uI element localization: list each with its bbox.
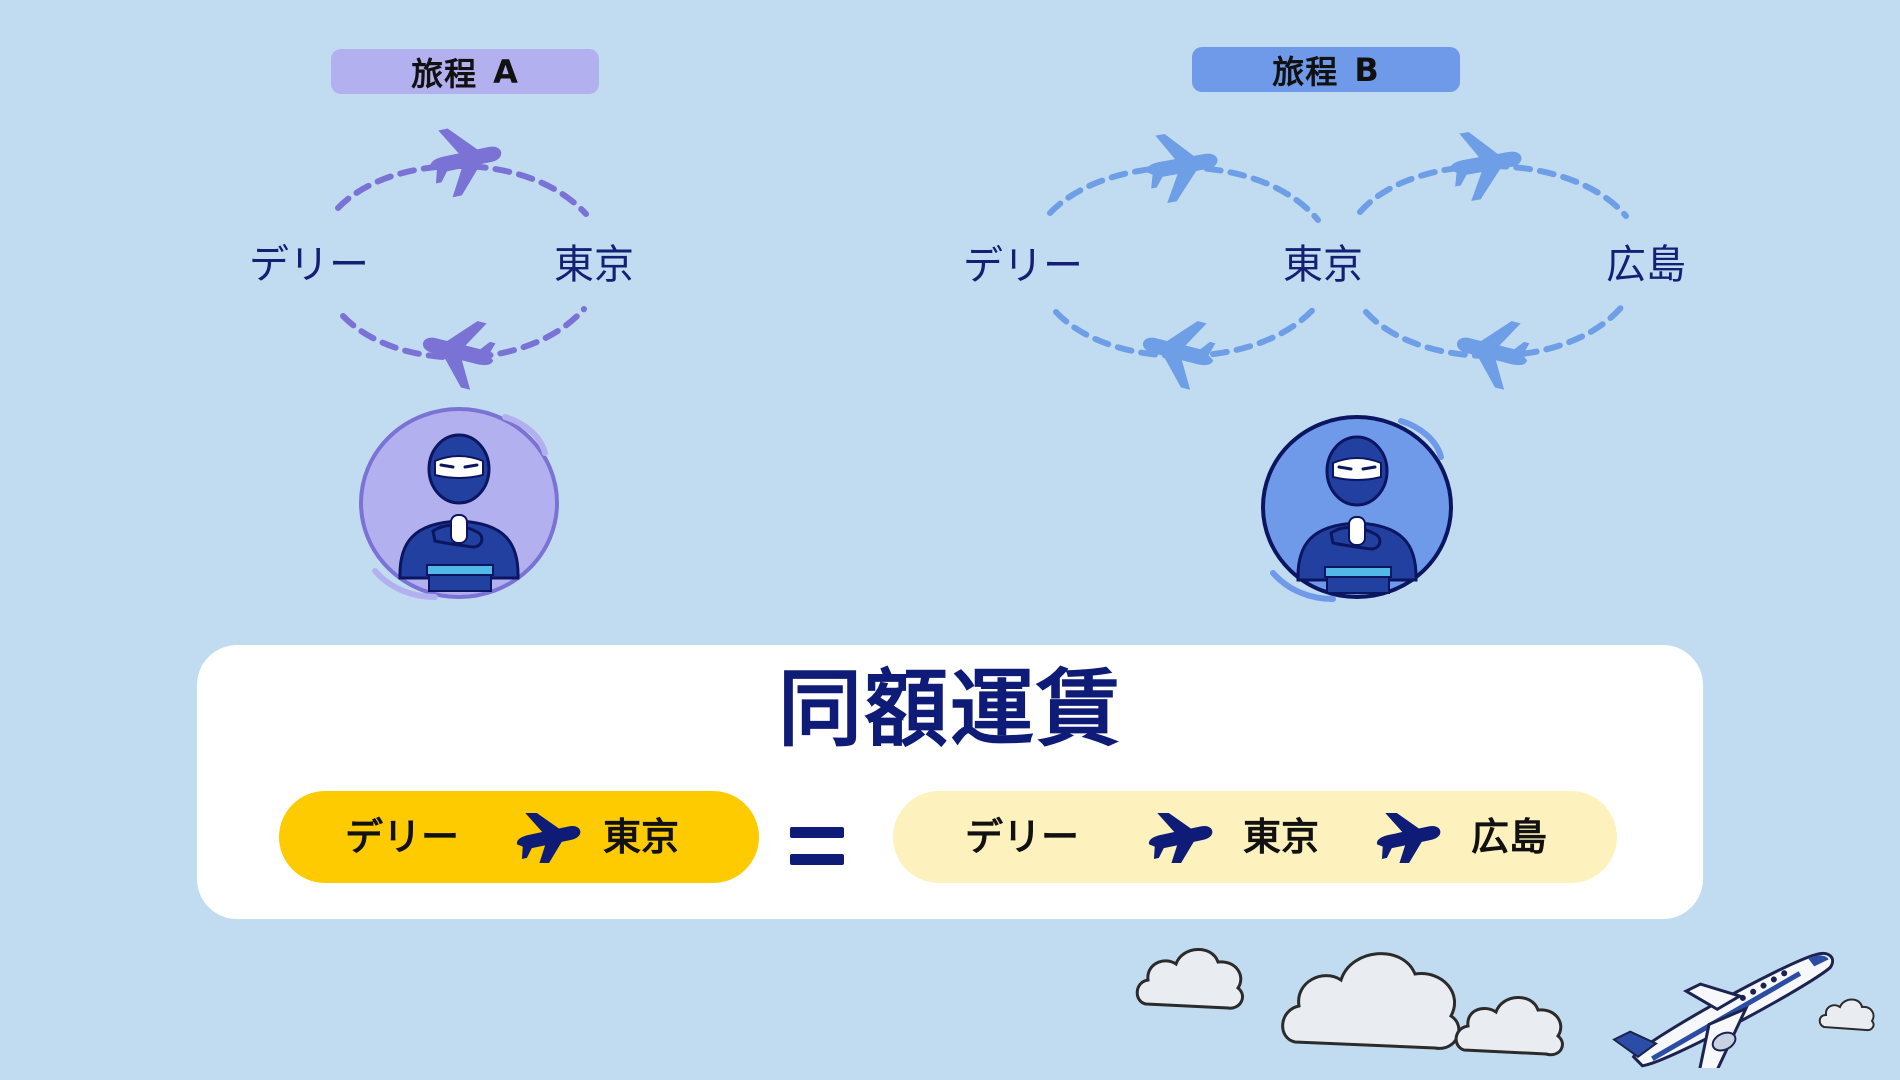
ninja-traveler-icon (1261, 415, 1453, 602)
plane-icon (430, 128, 502, 198)
plane-icon (1456, 321, 1530, 390)
cloud-icon (1454, 996, 1564, 1057)
itinerary-a-label: 旅程 A (331, 49, 599, 94)
itinerary-b-city-hiroshima: 広島 (1606, 242, 1686, 288)
itinerary-a-letter: A (493, 52, 519, 91)
equals-sign (790, 827, 844, 865)
route-a-destination: 東京 (603, 815, 680, 859)
plane-icon (1450, 131, 1522, 201)
itinerary-b-city-delhi: デリー (963, 243, 1083, 289)
itinerary-b-letter: B (1354, 50, 1380, 89)
ninja-traveler-icon (359, 407, 559, 600)
route-b-destination: 広島 (1471, 815, 1548, 859)
route-a-pill: デリー 東京 (279, 791, 759, 883)
itinerary-a-city-tokyo: 東京 (554, 242, 634, 288)
cloud-icon (1818, 998, 1875, 1032)
itinerary-b-label-text: 旅程 (1272, 52, 1339, 91)
airliner-icon (1612, 952, 1835, 1068)
plane-icon (1142, 321, 1216, 390)
itinerary-a-label-text: 旅程 (411, 54, 478, 93)
plane-icon (1149, 813, 1213, 863)
route-b-stop: 東京 (1243, 815, 1320, 859)
plane-icon (517, 813, 581, 863)
plane-icon (1146, 133, 1218, 203)
itinerary-b-label: 旅程 B (1192, 47, 1460, 92)
plane-icon (422, 321, 496, 390)
route-a-origin: デリー (345, 815, 460, 859)
cloud-icon (1135, 948, 1244, 1010)
same-fare-title: 同額運賃 (777, 660, 1122, 758)
itinerary-a-city-delhi: デリー (249, 242, 369, 288)
same-fare-card: 同額運賃 デリー 東京 デリー 東京 広島 (197, 645, 1703, 919)
plane-icon (1377, 813, 1441, 863)
cloud-icon (1281, 952, 1461, 1050)
route-b-pill: デリー 東京 広島 (893, 791, 1617, 883)
itinerary-b-city-tokyo: 東京 (1283, 242, 1363, 288)
route-b-origin: デリー (965, 815, 1080, 859)
